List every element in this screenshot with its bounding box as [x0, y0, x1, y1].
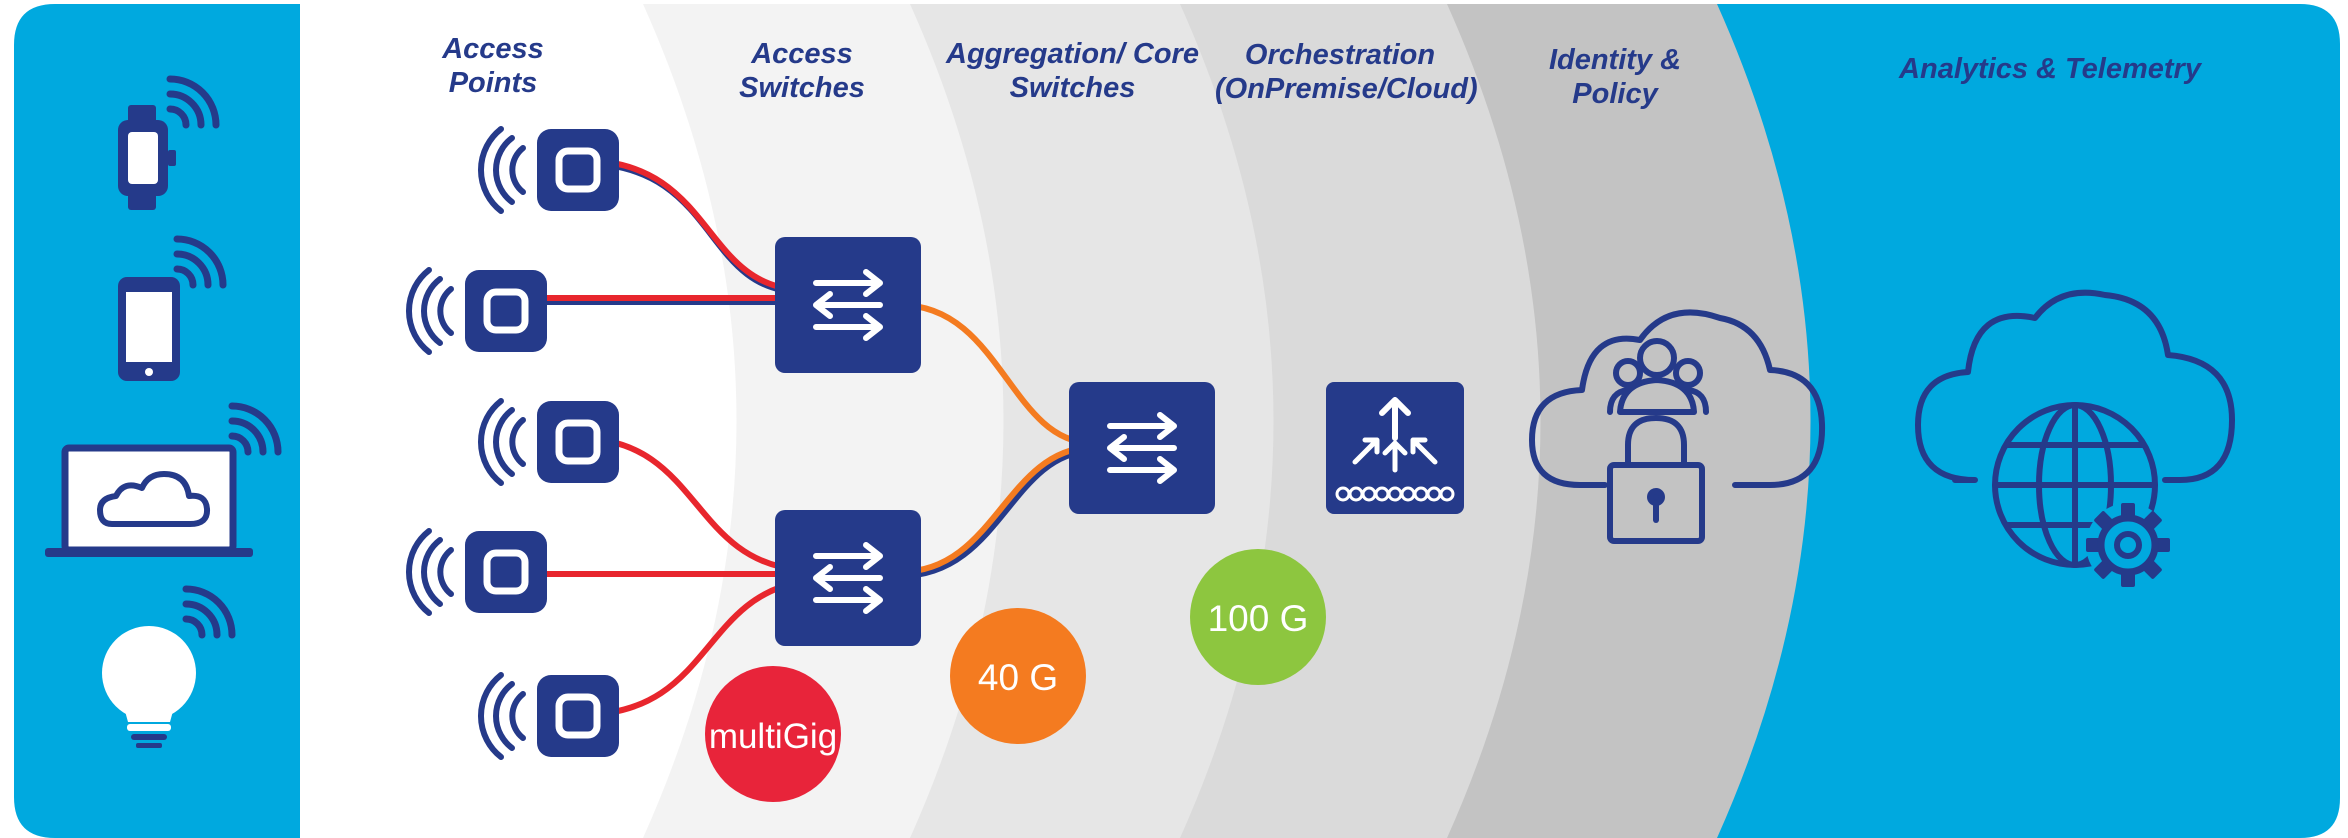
badge-100g-label: 100 G	[1208, 598, 1309, 639]
badge-40g-label: 40 G	[978, 657, 1058, 698]
badge-40g: 40 G	[950, 608, 1086, 744]
badge-multigig-label: multiGig	[709, 717, 837, 756]
header-access-switches-line1: Access	[751, 38, 853, 70]
header-analytics: Analytics & Telemetry	[1880, 52, 2220, 86]
links	[537, 157, 1093, 718]
router-arrows-icon	[1326, 382, 1464, 514]
header-orchestration-line2: (OnPremise/Cloud)	[1215, 73, 1478, 105]
header-access-points: Access Points	[433, 32, 553, 100]
gear-icon	[2086, 503, 2170, 587]
smartphone-icon	[118, 239, 223, 381]
header-orchestration-line1: Orchestration	[1244, 39, 1436, 71]
header-access-points-line2: Points	[448, 67, 538, 99]
header-identity-line1: Identity &	[1548, 44, 1682, 76]
cloud-users-lock-icon	[1529, 309, 1826, 544]
badge-multigig: multiGig	[705, 666, 841, 802]
header-aggregation-line2: Switches	[1009, 72, 1136, 104]
header-access-points-line1: Access	[442, 33, 544, 65]
access-switch-1	[775, 237, 921, 373]
header-analytics-line1: Analytics & Telemetry	[1899, 53, 2201, 85]
laptop-cloud-icon	[45, 406, 278, 557]
lightbulb-icon	[102, 589, 232, 748]
zone-bands	[300, 4, 2340, 838]
header-access-switches: Access Switches	[732, 37, 872, 105]
header-aggregation: Aggregation/ Core Switches	[945, 37, 1200, 105]
header-access-switches-line2: Switches	[739, 72, 865, 104]
core-switch	[1069, 382, 1215, 514]
header-identity: Identity & Policy	[1540, 43, 1690, 111]
smartwatch-icon	[118, 79, 216, 210]
header-aggregation-line1: Aggregation/ Core	[946, 38, 1199, 70]
access-switch-2	[775, 510, 921, 646]
badge-100g: 100 G	[1190, 549, 1326, 685]
header-orchestration: Orchestration (OnPremise/Cloud)	[1215, 38, 1478, 106]
header-identity-line2: Policy	[1572, 78, 1658, 110]
